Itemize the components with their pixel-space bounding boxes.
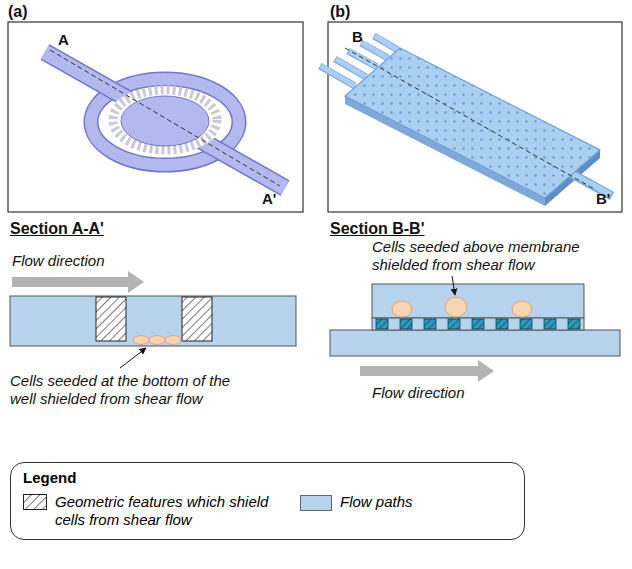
section-line [50, 50, 280, 186]
flow-arrow [12, 271, 144, 293]
panel-frame [8, 22, 303, 212]
legend-item: Geometric features which shield cells fr… [23, 493, 270, 529]
upper-chamber [372, 284, 584, 318]
cells [133, 336, 181, 345]
cells [392, 297, 532, 317]
shield-block [96, 297, 126, 341]
legend-swatch [300, 495, 332, 511]
section-title: Section B-B' [330, 220, 424, 238]
lower-channel [330, 330, 620, 356]
well-device [45, 52, 285, 188]
legend-swatch [23, 494, 47, 510]
section-title: Section A-A' [10, 220, 104, 238]
legend-item: Flow paths [300, 493, 413, 511]
legend-row: Geometric features which shield cells fr… [23, 493, 512, 529]
membrane-device [320, 36, 612, 206]
panel-frame [328, 22, 622, 212]
membrane-pores [376, 319, 580, 329]
legend-box: LegendGeometric features which shield ce… [10, 462, 525, 540]
membrane [372, 318, 584, 330]
annotation: A [58, 31, 69, 49]
panel-label: (a) [8, 3, 28, 21]
leader-line [452, 276, 455, 295]
flow-channel [10, 296, 296, 346]
legend-text: Flow paths [340, 493, 413, 511]
legend-title: Legend [23, 469, 512, 487]
annotation: B' [596, 190, 610, 208]
leader-line [120, 348, 146, 368]
section-line [345, 48, 596, 190]
panel-label: (b) [330, 3, 350, 21]
legend-text: Geometric features which shield cells fr… [55, 493, 270, 529]
annotation: Cells seeded at the bottom of the well s… [10, 372, 260, 408]
annotation: Flow direction [372, 384, 465, 402]
annotation: A' [262, 190, 276, 208]
annotation: Cells seeded above membrane shielded fro… [372, 238, 587, 274]
annotation: B [352, 28, 363, 46]
flow-arrow [360, 360, 494, 382]
annotation: Flow direction [12, 252, 105, 270]
shield-block [182, 297, 212, 341]
